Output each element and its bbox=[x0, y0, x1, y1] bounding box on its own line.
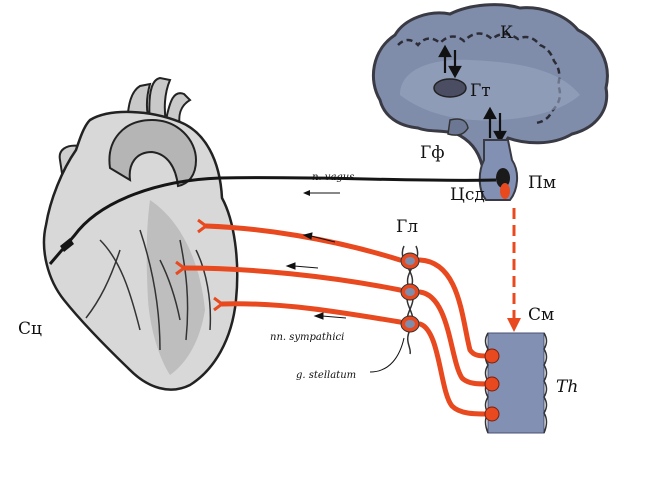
sympathetic-nerves bbox=[181, 223, 491, 417]
stellate-ganglion-chain bbox=[400, 245, 420, 355]
up-down-arrows-cortex-icon bbox=[438, 44, 462, 79]
sympathetic-nerve-2 bbox=[181, 265, 403, 293]
up-down-arrows-brainstem-icon bbox=[483, 106, 507, 144]
label-heart: Сц bbox=[18, 319, 42, 339]
ganglion-to-cord-2 bbox=[417, 289, 491, 387]
label-ganglia: Гл bbox=[396, 217, 418, 237]
aortic-arch bbox=[108, 118, 198, 188]
label-vagus: n. vagus bbox=[312, 172, 354, 183]
pituitary bbox=[447, 118, 469, 136]
sympathetic-endings bbox=[175, 218, 223, 312]
brainstem bbox=[478, 139, 518, 201]
vagus-ending bbox=[60, 238, 74, 252]
coronary-vessels bbox=[85, 229, 212, 351]
label-cortex: К bbox=[500, 23, 513, 43]
descending-pathway-arrowhead bbox=[507, 318, 521, 332]
heart bbox=[42, 76, 239, 391]
spinal-neurons bbox=[484, 348, 500, 422]
label-sympathetic: nn. sympathici bbox=[270, 332, 344, 343]
stellate-pointer bbox=[369, 337, 405, 373]
label-cardio-center: Цсд bbox=[450, 185, 485, 205]
vagus-nerve bbox=[48, 176, 497, 265]
label-thoracic: Th bbox=[556, 377, 578, 397]
spinal-edge-right bbox=[543, 332, 548, 434]
label-stellate: g. stellatum bbox=[296, 370, 356, 381]
sympathetic-nerve-1 bbox=[203, 223, 403, 263]
label-hypothalamus: Гт bbox=[470, 81, 491, 101]
ganglion-to-cord-3 bbox=[417, 321, 491, 417]
cardio-center-red bbox=[500, 183, 510, 199]
label-medulla: Пм bbox=[528, 173, 556, 193]
label-spinal-cord: См bbox=[528, 305, 554, 325]
brain-inner bbox=[400, 59, 580, 121]
ganglion-to-cord-1 bbox=[417, 257, 491, 359]
heart-shading bbox=[146, 200, 205, 375]
hypothalamus-oval bbox=[433, 78, 467, 98]
label-pituitary: Гф bbox=[420, 143, 445, 163]
sympathetic-direction-arrows-icon bbox=[285, 232, 347, 320]
cardio-center-dot bbox=[496, 168, 510, 188]
brain bbox=[371, 3, 609, 201]
vagus-direction-arrow-icon bbox=[303, 190, 340, 196]
sympathetic-nerve-3 bbox=[219, 301, 403, 325]
